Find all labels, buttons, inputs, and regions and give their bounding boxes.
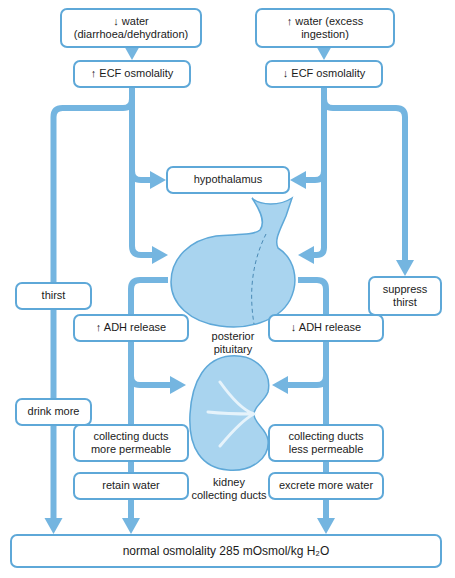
arrow-line [283,342,326,385]
arrow-head [152,246,168,264]
arrow-line [132,88,155,180]
process-box: excrete more water [268,472,384,500]
node-label: ↓ ECF osmolality [283,67,366,80]
arrow-line [54,88,133,282]
flow-arrow [131,342,132,424]
flow-arrow [272,342,326,394]
process-box: ↑ ADH release [73,314,189,342]
kidney-collecting-ducts: kidney collecting ducts [186,352,272,502]
node-label: ↑ ADH release [96,321,166,334]
pituitary-outline [171,198,295,327]
node-label: ↑ water (excess ingestion) [269,15,381,41]
node-label: ↓ water (diarrhoea/dehydration) [66,15,196,41]
flow-arrow [122,500,140,534]
node-label: ↓ ADH release [291,321,361,334]
kidney-outline [190,356,269,470]
node-label: hypothalamus [194,173,263,186]
flow-arrow [45,426,63,534]
flow-arrow [326,342,327,424]
flow-arrow [290,88,324,189]
lobe-divider [252,234,266,324]
flow-arrow [53,310,54,398]
arrow-line [51,426,57,523]
arrow-line [51,310,57,398]
process-box: drink more [15,398,92,426]
pituitary-illustration [168,196,298,330]
illustration-label: posterior pituitary [203,330,263,356]
process-box: thirst [15,282,92,310]
node-label: normal osmolality 285 mOsmol/kg H₂O [123,544,330,558]
collecting-duct-lines [208,382,254,446]
process-box: ↓ ECF osmolality [265,60,383,88]
arrow-line [131,280,168,314]
node-label: suppress thirst [374,283,436,309]
process-box: suppress thirst [368,276,442,316]
flow-arrow [324,88,414,276]
arrow-head [298,246,314,264]
flow-arrow [132,88,168,264]
arrow-head [170,376,186,394]
flow-arrow [54,88,133,282]
process-box: ↑ ECF osmolality [73,60,191,88]
node-label: excrete more water [279,479,373,492]
node-label: collecting ducts more permeable [89,430,173,456]
process-box: retain water [73,472,189,500]
flow-arrow [317,500,335,534]
arrow-line [131,342,175,385]
flow-arrow [298,280,326,314]
label-group: kidney collecting ducts [190,476,268,502]
process-box: collecting ducts more permeable [73,424,189,462]
process-box: ↑ water (excess ingestion) [255,8,395,48]
arrow-head [317,518,335,534]
arrow-line [324,88,405,265]
arrow-line [309,88,324,255]
flow-arrow [298,88,324,264]
arrow-line [132,88,157,255]
flow-arrow [131,342,186,394]
process-box: ↓ water (diarrhoea/dehydration) [60,8,202,48]
arrow-line [128,342,134,424]
arrow-head [396,260,414,276]
flow-arrow [131,280,168,314]
kidney-illustration [186,352,272,474]
illustration-label: kidney collecting ducts [190,476,268,502]
flow-arrow [132,88,166,189]
flow-arrow [326,462,327,472]
process-box: hypothalamus [166,166,290,194]
arrow-head [272,376,288,394]
label-group: posterior pituitary [203,330,263,356]
arrow-line [298,280,326,314]
arrow-line [128,462,134,472]
arrow-head [122,518,140,534]
process-box: ↓ ADH release [268,314,384,342]
arrow-head [290,171,306,189]
flow-arrow [131,462,132,472]
arrow-head [150,171,166,189]
node-label: drink more [28,405,80,418]
node-label: collecting ducts less permeable [284,430,368,456]
node-label: ↑ ECF osmolality [91,67,174,80]
arrow-line [323,462,329,472]
process-box: collecting ducts less permeable [268,424,384,462]
node-label: thirst [42,289,66,302]
arrow-line [301,88,324,180]
node-label: retain water [102,479,159,492]
result-box: normal osmolality 285 mOsmol/kg H₂O [10,534,442,568]
arrow-head [45,518,63,534]
arrow-line [323,342,329,424]
